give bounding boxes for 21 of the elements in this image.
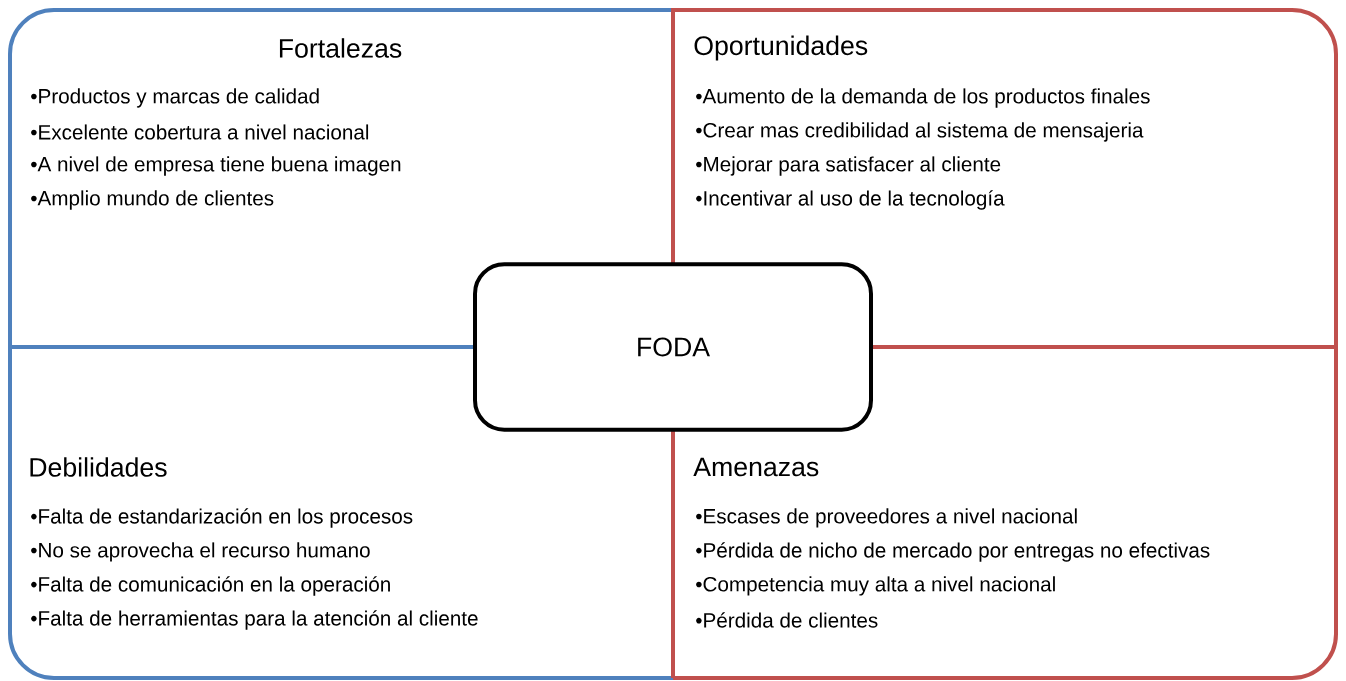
quadrant-heading: Amenazas [693, 457, 819, 477]
bullet-item: •Mejorar para satisfacer al cliente [696, 156, 1001, 176]
center-box: FODA [473, 262, 873, 432]
bullet-item: •No se aprovecha el recurso humano [31, 542, 370, 562]
bullet-item: •Amplio mundo de clientes [31, 190, 274, 210]
bullet-item: •A nivel de empresa tiene buena imagen [31, 156, 401, 176]
quadrant-heading: Oportunidades [694, 35, 868, 61]
bullet-item: •Escases de proveedores a nivel nacional [696, 508, 1077, 528]
quadrant-heading: Fortalezas [279, 38, 402, 58]
bullet-item: •Crear mas credibilidad al sistema de mensajeria [696, 122, 1144, 142]
bullet-item: •Pérdida de nicho de mercado por entregas no efectivas [696, 542, 1210, 562]
bullet-item: •Excelente cobertura a nivel nacional [31, 124, 369, 140]
bullet-item: •Productos y marcas de calidad [31, 88, 319, 108]
bullet-item: •Competencia muy alta a nivel nacional [696, 576, 1055, 596]
bullet-item: •Falta de estandarización en los procesos [31, 508, 413, 528]
bullet-item: •Falta de comunicación en la operación [31, 576, 390, 596]
quadrant-heading: Debilidades [30, 457, 167, 477]
bullet-item: •Incentivar al uso de la tecnología [696, 190, 1005, 210]
bullet-item: •Falta de herramientas para la atención al cliente [31, 610, 478, 630]
bullet-item: •Aumento de la demanda de los productos finales [696, 88, 1150, 108]
bullet-item: •Pérdida de clientes [696, 612, 878, 628]
